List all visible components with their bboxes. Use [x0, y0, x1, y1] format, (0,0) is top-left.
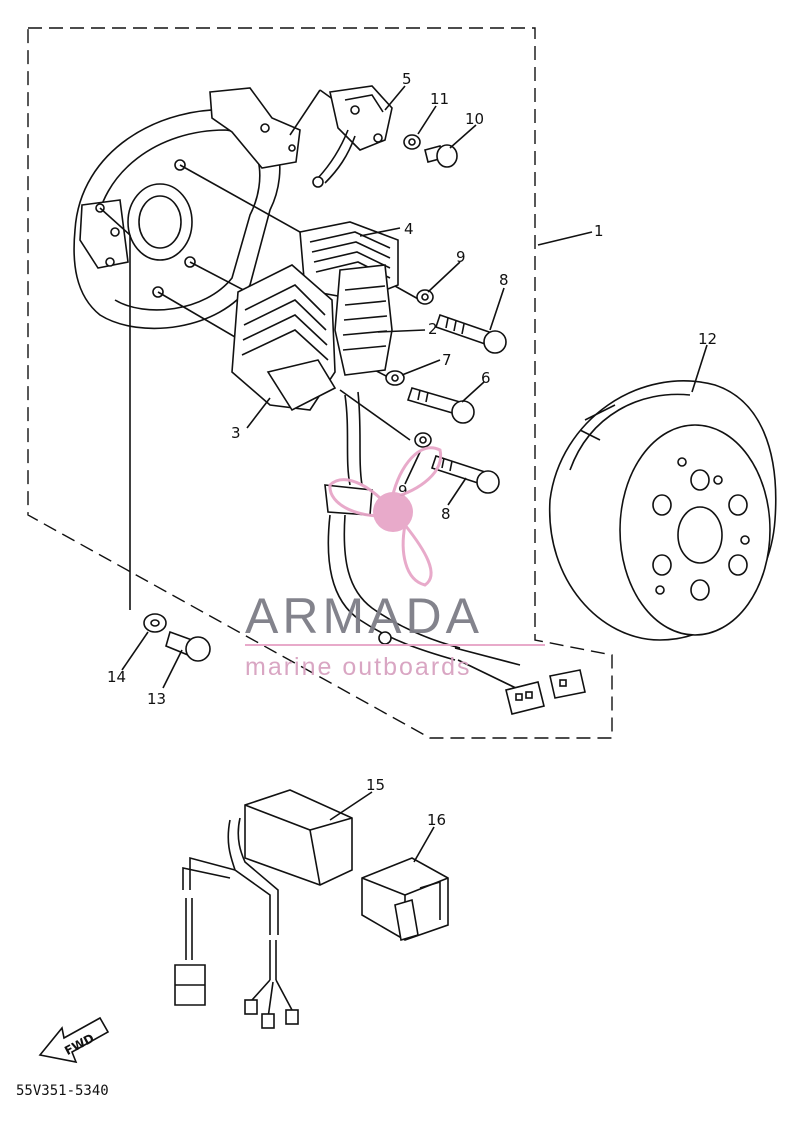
- bolt-6: [406, 387, 475, 424]
- armada-watermark: ARMADA marine outboards: [245, 446, 545, 681]
- callout-9-lower: 9: [398, 482, 408, 500]
- stator-wire-harness: [324, 391, 521, 691]
- watermark-brand: ARMADA: [245, 588, 483, 644]
- callout-8-lower: 8: [441, 505, 451, 523]
- callout-11: 11: [430, 90, 449, 108]
- bolt-8-lower: [430, 454, 500, 494]
- assembly-boundary: [27, 27, 613, 739]
- callout-labels: 1 2 3 4 5 6 7 8 8 9 9 10 11 12 13 14 15 …: [107, 70, 717, 829]
- callout-15: 15: [366, 776, 385, 794]
- callout-14: 14: [107, 668, 126, 686]
- washer-9-lower: [414, 432, 432, 448]
- propeller-logo-icon: [328, 446, 443, 587]
- callout-13: 13: [147, 690, 166, 708]
- harness-connector-b: [549, 669, 586, 699]
- callout-8-upper: 8: [499, 271, 509, 289]
- cdi-bracket: [361, 857, 449, 942]
- callout-10: 10: [465, 110, 484, 128]
- callout-7: 7: [442, 351, 452, 369]
- screw-10: [424, 144, 458, 168]
- watermark-tagline: marine outboards: [245, 653, 472, 681]
- callout-4: 4: [404, 220, 414, 238]
- flywheel-rotor: [548, 380, 777, 641]
- cdi-unit: [174, 789, 353, 1029]
- diagram-code: 55V351-5340: [16, 1083, 109, 1099]
- callout-2: 2: [428, 320, 438, 338]
- washer-14: [143, 613, 167, 633]
- callout-3: 3: [231, 424, 241, 442]
- charge-coil-lower: [231, 264, 337, 412]
- callout-5: 5: [402, 70, 412, 88]
- charge-coil-right: [334, 264, 393, 376]
- washer-9-upper: [416, 289, 434, 305]
- forward-direction-arrow: FWD: [38, 1016, 110, 1064]
- harness-connector-a: [505, 681, 545, 715]
- stator-base-plate: [73, 87, 301, 330]
- callout-12: 12: [698, 330, 717, 348]
- callout-leaders: [121, 85, 708, 863]
- screw-13: [165, 630, 211, 662]
- pulser-coil: [312, 85, 393, 188]
- washer-7: [385, 370, 405, 386]
- bolt-8-upper: [434, 313, 507, 354]
- callout-16: 16: [427, 811, 446, 829]
- washer-11: [403, 134, 421, 150]
- callout-6: 6: [481, 369, 491, 387]
- callout-9-upper: 9: [456, 248, 466, 266]
- callout-1: 1: [594, 222, 604, 240]
